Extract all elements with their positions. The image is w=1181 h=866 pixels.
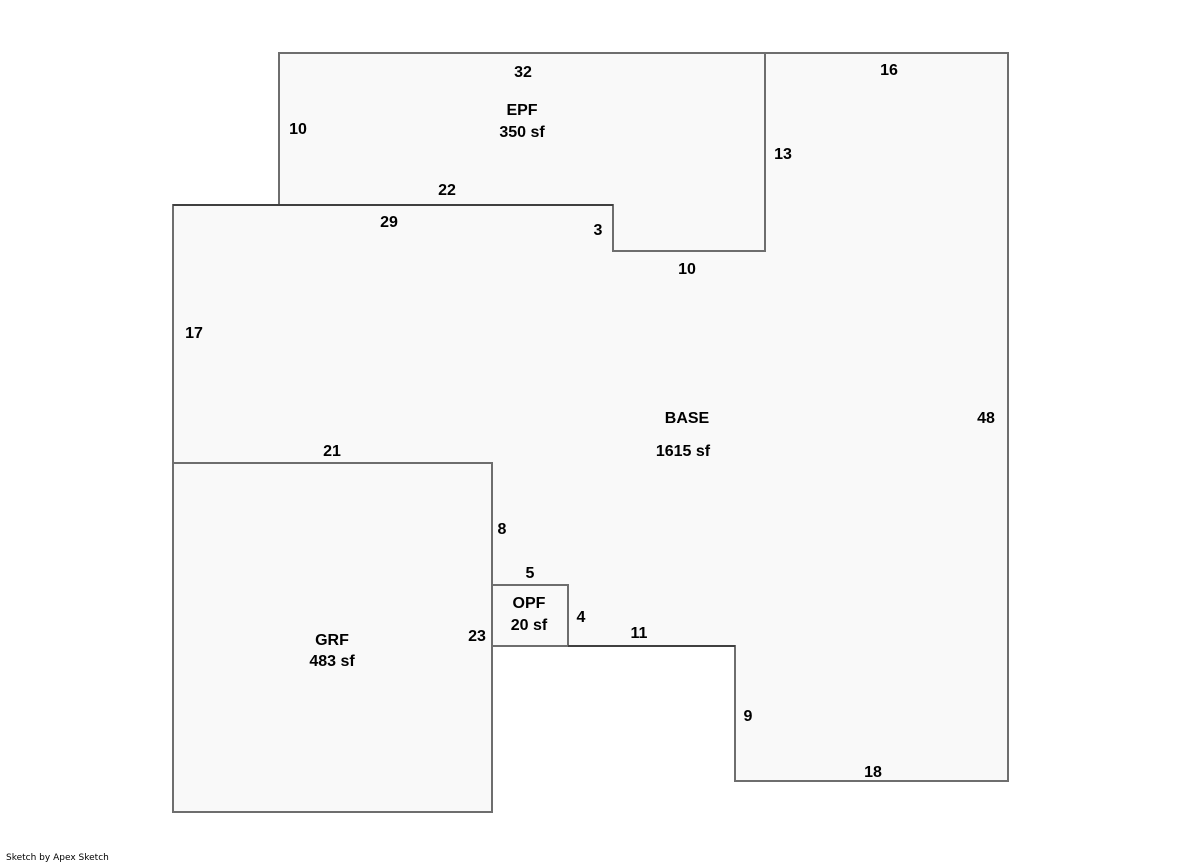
grf-area-shape xyxy=(172,462,493,813)
opf-label: OPF xyxy=(513,595,546,612)
epf-area-value: 350 sf xyxy=(499,124,545,141)
base-label: BASE xyxy=(665,410,710,427)
grf-label: GRF xyxy=(315,632,349,649)
dim-opf-top: 5 xyxy=(526,565,535,582)
dim-epf-top: 32 xyxy=(514,64,532,81)
dim-epf-notch-bottom: 10 xyxy=(678,261,696,278)
base-area-value: 1615 sf xyxy=(656,443,711,460)
grf-area-value: 483 sf xyxy=(309,653,355,670)
dim-opf-right: 4 xyxy=(577,609,586,626)
dim-notch-step: 3 xyxy=(594,222,603,239)
dim-epf-left: 10 xyxy=(289,121,307,138)
dim-base-left: 17 xyxy=(185,325,203,342)
dim-grf-right-upper: 8 xyxy=(498,521,507,538)
dim-base-bottom-step: 11 xyxy=(631,625,648,642)
dim-grf-right: 23 xyxy=(468,628,486,645)
epf-label: EPF xyxy=(506,102,537,119)
dim-epf-bottom: 22 xyxy=(438,182,456,199)
opf-area-value: 20 sf xyxy=(511,617,548,634)
dim-base-right: 48 xyxy=(977,410,995,427)
dim-base-bottom: 18 xyxy=(864,764,882,781)
dim-epf-right: 13 xyxy=(774,146,792,163)
sketch-credit: Sketch by Apex Sketch xyxy=(6,853,109,863)
dim-grf-top: 21 xyxy=(323,443,341,460)
dim-base-bottom-right-side: 9 xyxy=(744,708,753,725)
dim-base-top-left: 29 xyxy=(380,214,398,231)
dim-top-right: 16 xyxy=(880,62,898,79)
